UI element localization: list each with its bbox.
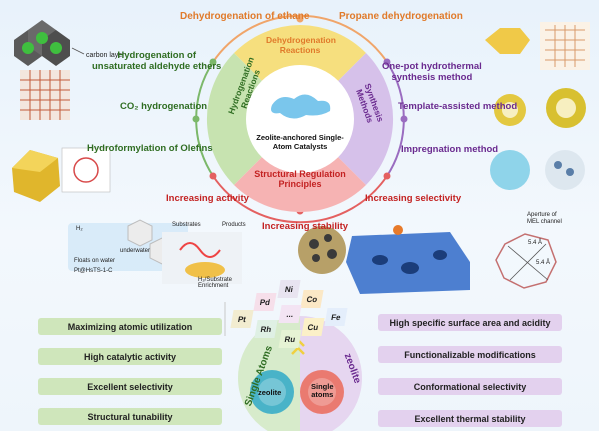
carbon-layer-label: carbon layer	[86, 52, 125, 59]
arrow-label-activity: Increasing activity	[166, 193, 249, 204]
right-pill-thermal: Excellent thermal stability	[378, 410, 562, 427]
center-disc	[246, 65, 354, 173]
dot	[209, 172, 217, 180]
center-title: Zeolite-anchored Single- Atom Catalysts	[256, 133, 344, 151]
right-pill-surface-area: High specific surface area and acidity	[378, 314, 562, 331]
left-item-hydroformylation: Hydroformylation of Olefins	[87, 143, 213, 154]
arrow-label-selectivity: Increasing selectivity	[365, 193, 462, 204]
gear-label-zeolite: zeolite	[258, 388, 282, 397]
right-pill-conformational: Conformational selectivity	[378, 378, 562, 395]
left-pill-atomic-utilization: Maximizing atomic utilization	[38, 318, 222, 335]
left-item-hydrogenation: Hydrogenation of unsaturated aldehyde et…	[92, 50, 222, 72]
right-item-impregnation: Impregnation method	[401, 144, 499, 155]
h2-label: H₂	[76, 226, 83, 232]
zeolite-lattice-icon	[20, 70, 70, 120]
pt-label: Pt@HsTS-1-C	[74, 268, 113, 274]
substrate-enrichment-scene	[162, 232, 242, 284]
quadrant-label-dehydrogenation: Dehydrogenation Reactions	[266, 35, 336, 55]
left-item-co2: CO₂ hydrogenation	[120, 101, 208, 112]
quadrant-label-structural: Structural Regulation Principles	[254, 169, 346, 189]
porous-zeolite-ball-icon	[298, 226, 346, 274]
quadrant-left	[206, 53, 262, 185]
tile-ru: Ru	[278, 330, 302, 348]
products-label: Products	[222, 222, 246, 228]
carbon-nanotube-icon	[14, 20, 70, 66]
top-left-title: Dehydrogenation of ethane	[180, 11, 310, 22]
dot	[296, 15, 304, 23]
dot	[209, 58, 217, 66]
dot	[192, 115, 200, 123]
mel-channel-ring-icon	[495, 233, 557, 289]
floats-label: Floats on water	[74, 258, 116, 264]
dimension-label-1: 5.4 Å	[528, 240, 543, 246]
enrichment-label: H₂/Substrate Enrichment	[198, 277, 233, 289]
left-pill-selectivity: Excellent selectivity	[38, 378, 222, 395]
arrow-label-stability: Increasing stability	[262, 221, 349, 232]
left-pill-catalytic-activity: High catalytic activity	[38, 348, 222, 365]
catalyst-blob-icon	[271, 94, 331, 119]
gear-label-single-atoms: Single atoms	[311, 382, 334, 399]
quadrant-top-right	[300, 25, 366, 81]
tile-rh: Rh	[254, 320, 278, 338]
quadrant-bottom	[234, 157, 366, 213]
zeolite-sphere-icon	[490, 150, 585, 190]
single-atoms-gear-icon	[300, 370, 344, 414]
zeolite-framework-yellow-icon	[485, 22, 590, 70]
right-item-one-pot: One-pot hydrothermal synthesis method	[382, 61, 482, 83]
zeolite-cage-icon	[494, 88, 586, 128]
top-right-title: Propane dehydrogenation	[339, 11, 463, 22]
tile-pt: Pt	[230, 310, 254, 328]
right-pill-functionalizable: Functionalizable modifications	[378, 346, 562, 363]
aperture-label: Aperture of MEL channel	[527, 212, 562, 225]
left-pill-tunability: Structural tunability	[38, 408, 222, 425]
dot	[383, 172, 391, 180]
outer-arc-bottom	[212, 175, 388, 224]
blue-porous-slab-icon	[346, 225, 470, 294]
zeolite-gear-icon	[250, 370, 294, 414]
tile-co: Co	[300, 290, 324, 308]
quadrant-right	[338, 53, 394, 185]
right-item-template: Template-assisted method	[398, 101, 518, 112]
zeolite-crystal-icon	[12, 147, 111, 202]
quadrant-top-left	[234, 25, 300, 81]
dot	[383, 58, 391, 66]
dot	[400, 115, 408, 123]
tile-pd: Pd	[253, 293, 277, 311]
tile-fe: Fe	[324, 308, 348, 326]
tile-cu: Cu	[301, 318, 325, 336]
substrates-label: Substrates	[172, 222, 201, 228]
dimension-label-2: 5.4 Å	[536, 260, 551, 266]
tile-ni: Ni	[277, 280, 301, 298]
tile-ellipsis: ...	[278, 305, 302, 323]
underwater-label: underwater	[120, 248, 151, 254]
